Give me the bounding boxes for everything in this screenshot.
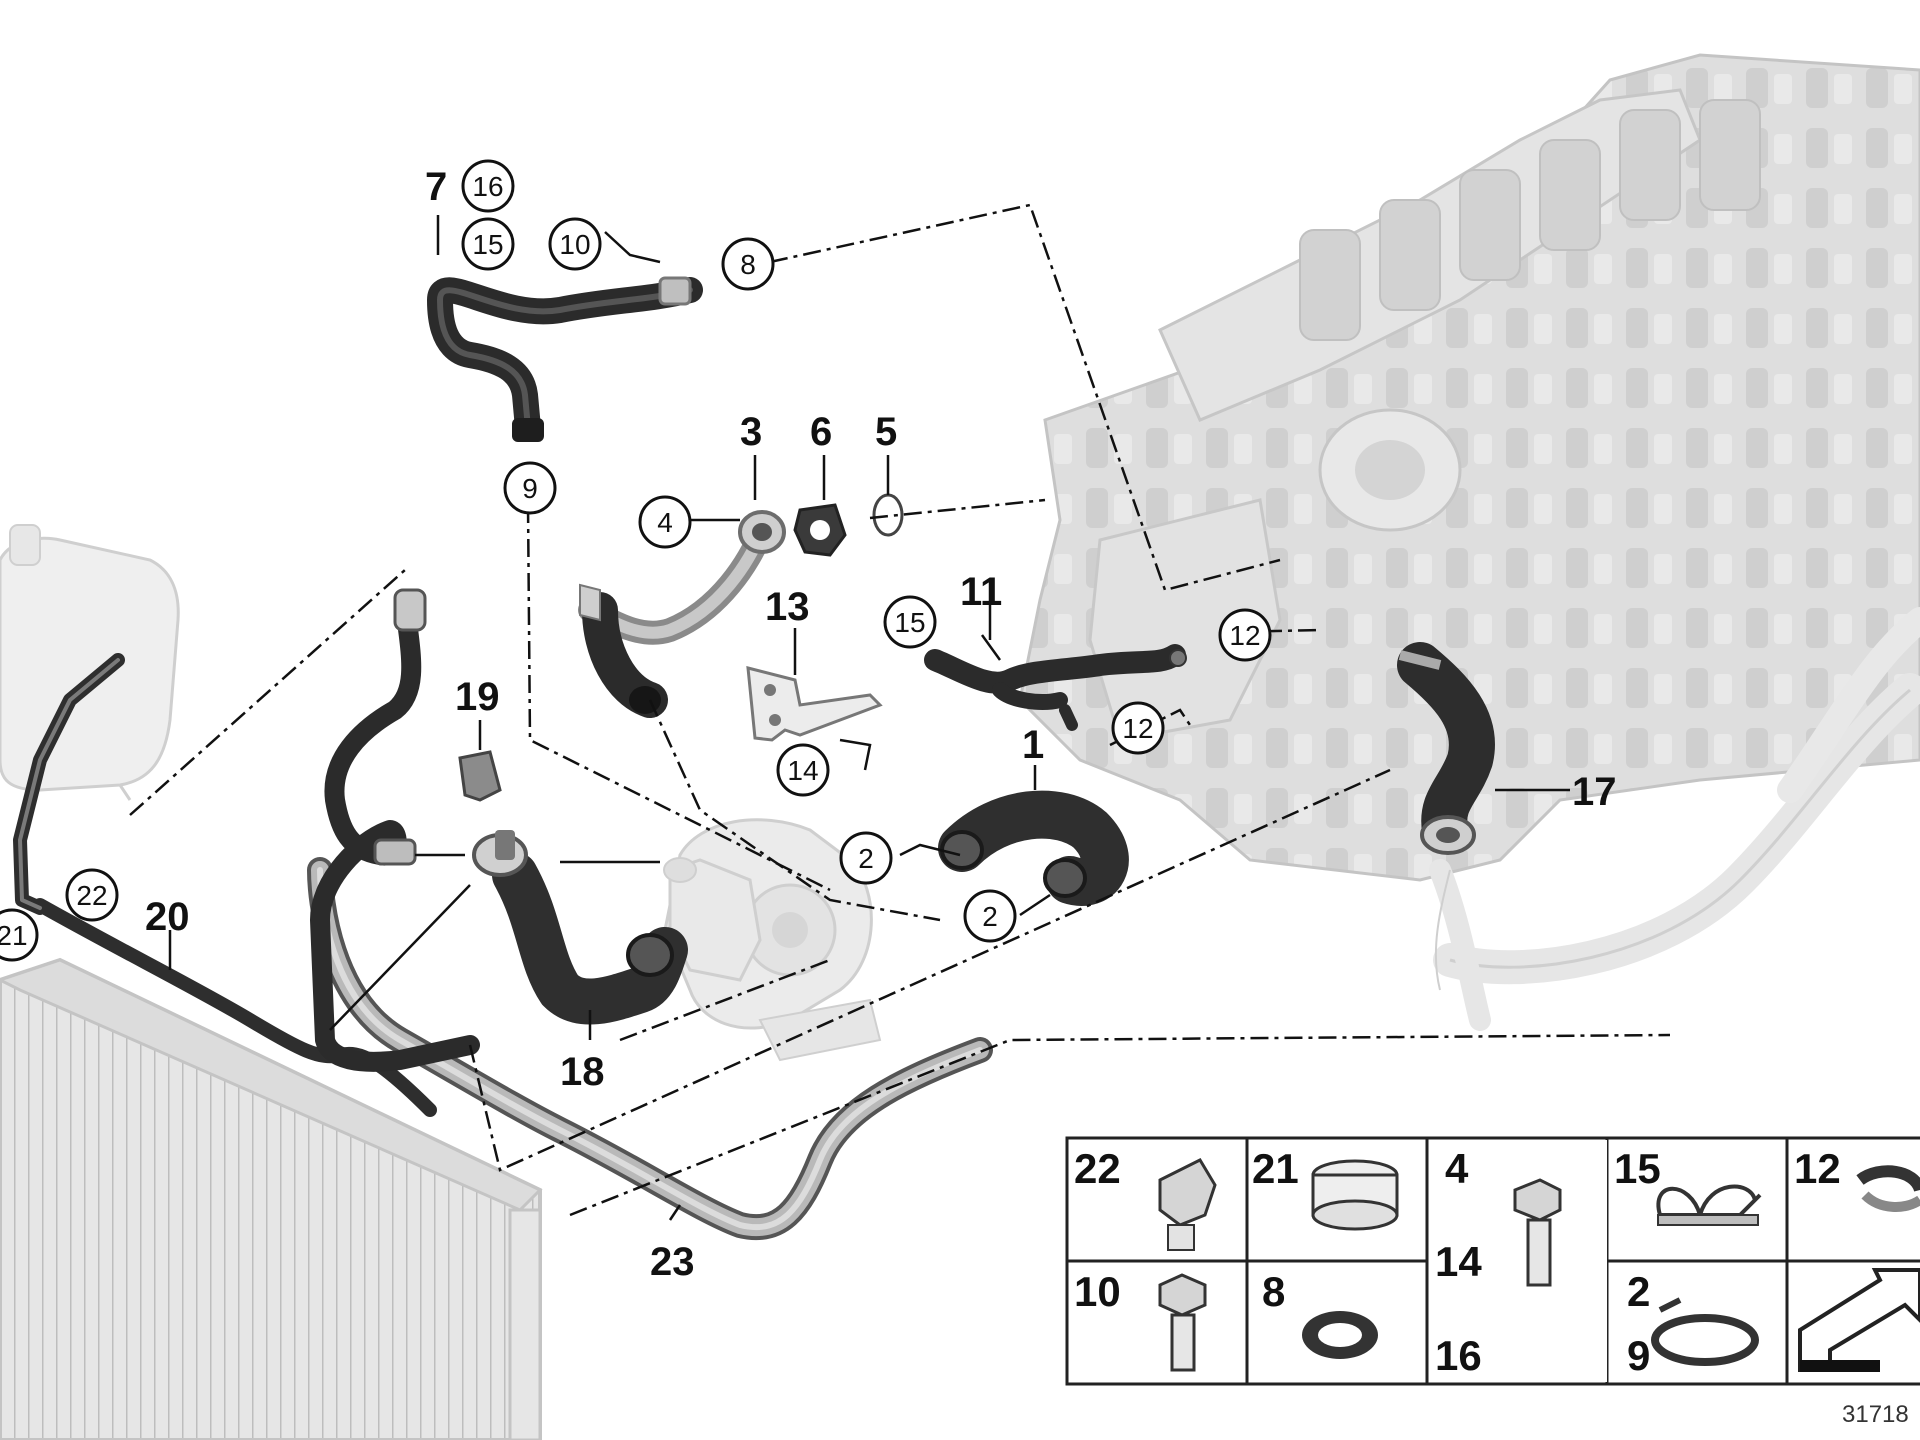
callout-19: 19 (455, 675, 500, 719)
callout-3: 3 (740, 410, 762, 454)
callout-1: 1 (1022, 723, 1044, 767)
pipe-3 (578, 510, 786, 718)
svg-text:22: 22 (76, 880, 107, 911)
svg-text:14: 14 (787, 755, 818, 786)
clip-15-icon (1656, 1184, 1762, 1226)
svg-text:21: 21 (0, 920, 28, 951)
circle-16: 16 (461, 159, 515, 213)
leader-lines (129, 203, 1671, 1217)
svg-text:2: 2 (982, 901, 998, 932)
hose-1 (938, 790, 1129, 906)
callout-20: 20 (145, 895, 190, 939)
svg-text:4: 4 (657, 507, 673, 538)
hose-upper-loop (310, 588, 480, 1072)
legend-12: 12 (1794, 1145, 1841, 1192)
hose-7 (427, 276, 703, 442)
band-clamp-21-icon (1311, 1159, 1399, 1231)
svg-text:2: 2 (858, 843, 874, 874)
circle-2-a: 2 (839, 831, 893, 885)
legend-14: 14 (1435, 1238, 1482, 1285)
solid-leaders (168, 215, 1570, 1221)
lower-pipe (307, 857, 993, 1241)
svg-text:10: 10 (559, 229, 590, 260)
callout-17: 17 (1572, 770, 1617, 814)
thermostat-housing (663, 857, 762, 982)
direction-arrow-icon (1798, 1268, 1920, 1372)
hose-17 (1397, 642, 1495, 855)
diagram-id: 31718 (1842, 1401, 1909, 1428)
callout-11: 11 (960, 570, 1002, 614)
clip-22-icon (1158, 1158, 1217, 1251)
legend-22: 22 (1074, 1145, 1121, 1192)
radiator (0, 957, 543, 1440)
circle-22: 22 (65, 868, 119, 922)
callout-7: 7 (425, 165, 447, 209)
circled-callouts: 16 15 10 8 9 4 15 12 12 14 2 2 22 21 (0, 159, 1272, 962)
circle-14: 14 (776, 743, 830, 797)
legend-16: 16 (1435, 1332, 1482, 1379)
legend-4: 4 (1445, 1145, 1469, 1192)
circle-2-b: 2 (963, 889, 1017, 943)
seal-ring-8-icon (1302, 1311, 1378, 1359)
legend-2: 2 (1627, 1268, 1650, 1315)
circle-15-top: 15 (461, 217, 515, 271)
spring-clamp-2-icon (1651, 1297, 1759, 1366)
hose-clamp-12-icon (1856, 1165, 1920, 1212)
legend-10: 10 (1074, 1268, 1121, 1315)
circle-21: 21 (0, 908, 39, 962)
callout-6: 6 (810, 410, 832, 454)
legend-8: 8 (1262, 1268, 1285, 1315)
svg-text:12: 12 (1229, 620, 1260, 651)
bolt-10-icon (1158, 1273, 1207, 1372)
callout-23: 23 (650, 1240, 695, 1284)
callout-18: 18 (560, 1050, 605, 1094)
svg-text:12: 12 (1122, 713, 1153, 744)
circle-4: 4 (638, 495, 692, 549)
circle-8: 8 (721, 237, 775, 291)
engine-block (1018, 53, 1920, 1031)
circle-10: 10 (548, 217, 602, 271)
callout-5: 5 (875, 410, 897, 454)
bolt-4-icon (1513, 1178, 1562, 1287)
legend-21: 21 (1252, 1145, 1299, 1192)
circle-15-mid: 15 (883, 595, 937, 649)
callout-13: 13 (765, 585, 810, 629)
gasket-6 (793, 503, 847, 557)
legend-9: 9 (1627, 1332, 1650, 1379)
sensor-19 (458, 750, 502, 802)
circle-12-a: 12 (1218, 608, 1272, 662)
callout-numbers: 7 3 6 5 13 11 19 1 17 20 18 23 (145, 165, 1617, 1284)
hose-18 (472, 830, 688, 1025)
expansion-tank (0, 524, 180, 801)
svg-text:16: 16 (472, 171, 503, 202)
bracket-13 (746, 666, 883, 742)
fasteners-legend: 22 21 4 15 12 10 8 14 2 16 9 (1065, 1136, 1920, 1386)
svg-text:15: 15 (472, 229, 503, 260)
circle-9: 9 (503, 461, 557, 515)
circle-12-b: 12 (1111, 701, 1165, 755)
legend-15: 15 (1614, 1145, 1661, 1192)
svg-text:8: 8 (740, 249, 756, 280)
hose-11 (924, 644, 1187, 731)
svg-text:15: 15 (894, 607, 925, 638)
tank-hose (13, 653, 125, 915)
svg-text:9: 9 (522, 473, 538, 504)
